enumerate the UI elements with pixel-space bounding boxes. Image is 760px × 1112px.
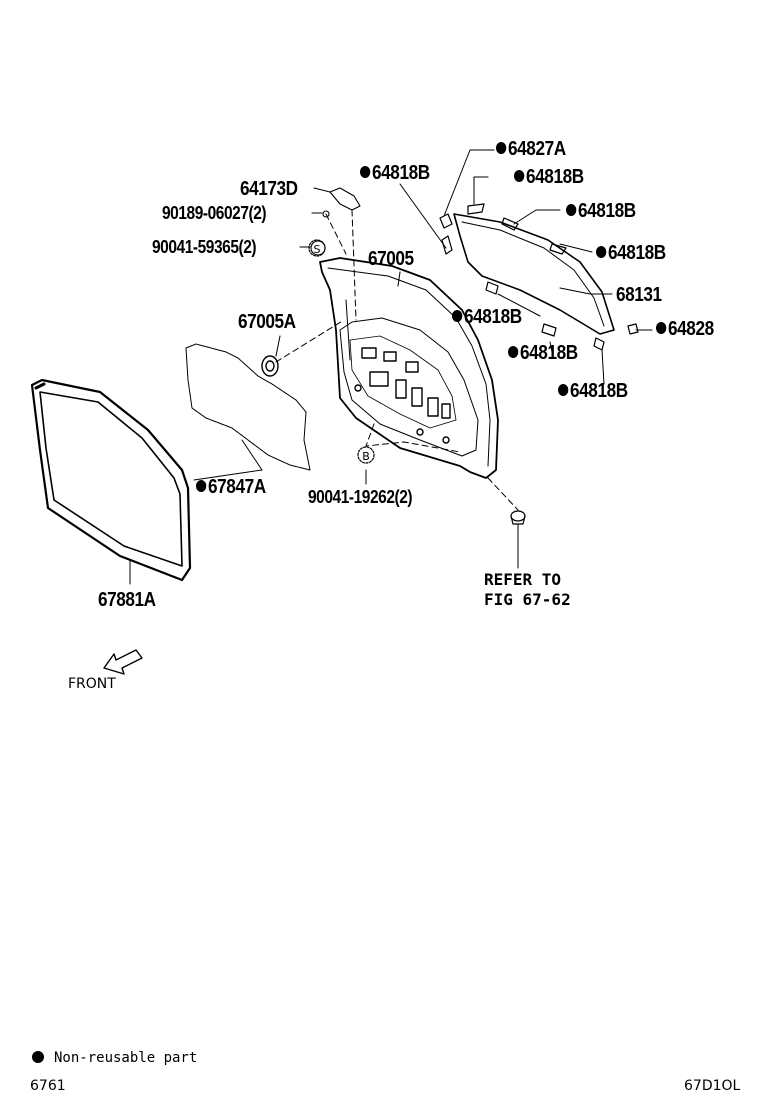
label-64818B-2: 64818B — [514, 167, 584, 187]
label-68131: 68131 — [616, 284, 662, 306]
refer-note: REFER TO FIG 67-62 — [484, 570, 571, 609]
back-door-panel-67005 — [319, 257, 499, 479]
marker-s: S — [314, 243, 321, 256]
label-64173D: 64173D — [240, 178, 298, 200]
front-arrow-icon — [103, 649, 143, 675]
non-reusable-dot-icon — [508, 346, 519, 358]
label-64818B-1: 64818B — [360, 163, 430, 183]
plug-67005A — [261, 355, 279, 377]
non-reusable-dot-icon — [558, 384, 569, 396]
label-64818B-7: 64818B — [558, 381, 628, 401]
label-64818B-4: 64818B — [596, 243, 666, 263]
non-reusable-dot-icon — [656, 322, 667, 334]
clips — [439, 203, 639, 351]
non-reusable-dot-icon — [196, 480, 207, 492]
legend: Non-reusable part — [32, 1050, 197, 1066]
hole-cover-67847A — [185, 343, 311, 471]
label-64818B-3: 64818B — [566, 201, 636, 221]
non-reusable-dot-icon — [496, 142, 507, 154]
label-67847A: 67847A — [196, 477, 266, 497]
non-reusable-dot-icon — [566, 204, 577, 216]
label-64818B-6: 64818B — [508, 343, 578, 363]
legend-text: Non-reusable part — [54, 1050, 198, 1066]
label-64827A: 64827A — [496, 139, 566, 159]
label-90041-19262: 90041-19262(2) — [308, 487, 413, 507]
label-67881A: 67881A — [98, 589, 156, 611]
label-67005: 67005 — [368, 248, 414, 270]
non-reusable-marker-icon — [32, 1051, 44, 1063]
back-door-glass-68131 — [453, 213, 615, 335]
footer-left-code: 6761 — [30, 1078, 66, 1094]
non-reusable-dot-icon — [514, 170, 525, 182]
label-64818B-5: 64818B — [452, 307, 522, 327]
label-90041-59365: 90041-59365(2) — [152, 237, 257, 257]
leader-lines — [129, 149, 653, 585]
label-90189-06027: 90189-06027(2) — [162, 203, 267, 223]
label-64828: 64828 — [656, 319, 714, 339]
marker-b: B — [362, 450, 370, 463]
non-reusable-dot-icon — [452, 310, 463, 322]
non-reusable-dot-icon — [360, 166, 371, 178]
bumper-stopper — [510, 510, 526, 525]
weatherstrip-67881A — [30, 378, 192, 582]
label-67005A: 67005A — [238, 311, 296, 333]
non-reusable-dot-icon — [596, 246, 607, 258]
front-label: FRONT — [68, 676, 116, 692]
dashed-guides — [275, 209, 519, 511]
footer-right-code: 67D1OL — [684, 1078, 741, 1094]
